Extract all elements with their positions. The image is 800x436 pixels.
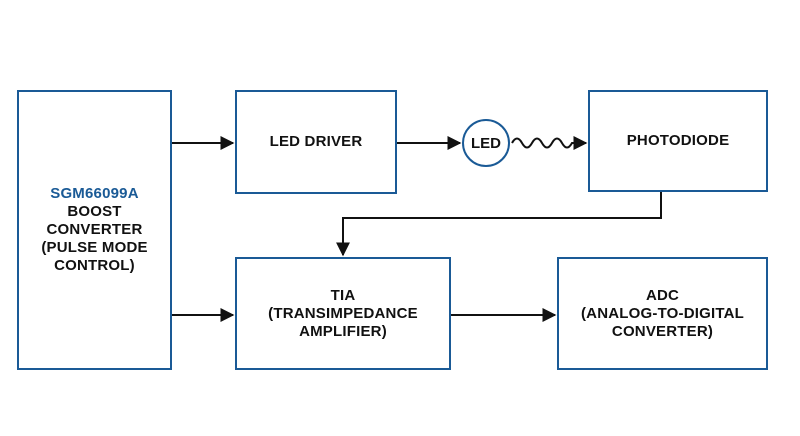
photodiode-block: PHOTODIODE	[588, 90, 768, 192]
boost-line-1: BOOST	[67, 203, 122, 220]
boost-part-number: SGM66099A	[50, 185, 139, 202]
boost-line-2: CONVERTER	[46, 221, 143, 238]
boost-line-4: CONTROL)	[54, 257, 135, 274]
adc-line-1: ADC	[645, 286, 680, 304]
wire-led-to-photodiode-light	[511, 136, 588, 150]
led-label: LED	[471, 134, 501, 152]
led-driver-block: LED DRIVER	[235, 90, 397, 194]
adc-line-3: CONVERTER)	[611, 322, 714, 340]
led-driver-label: LED DRIVER	[269, 133, 363, 150]
boost-converter-block: SGM66099A BOOST CONVERTER (PULSE MODE CO…	[17, 90, 172, 370]
led-circle: LED	[462, 119, 510, 167]
tia-line-2: (TRANSIMPEDANCE	[268, 304, 418, 322]
adc-block: ADC (ANALOG-TO-DIGITAL CONVERTER)	[557, 257, 768, 370]
tia-line-3: AMPLIFIER)	[299, 322, 387, 340]
boost-line-3: (PULSE MODE	[41, 239, 148, 256]
photodiode-label: PHOTODIODE	[626, 132, 730, 149]
wire-photodiode-to-tia	[336, 192, 662, 257]
adc-line-2: (ANALOG-TO-DIGITAL	[580, 304, 745, 322]
tia-block: TIA (TRANSIMPEDANCE AMPLIFIER)	[235, 257, 451, 370]
tia-line-1: TIA	[330, 286, 356, 304]
